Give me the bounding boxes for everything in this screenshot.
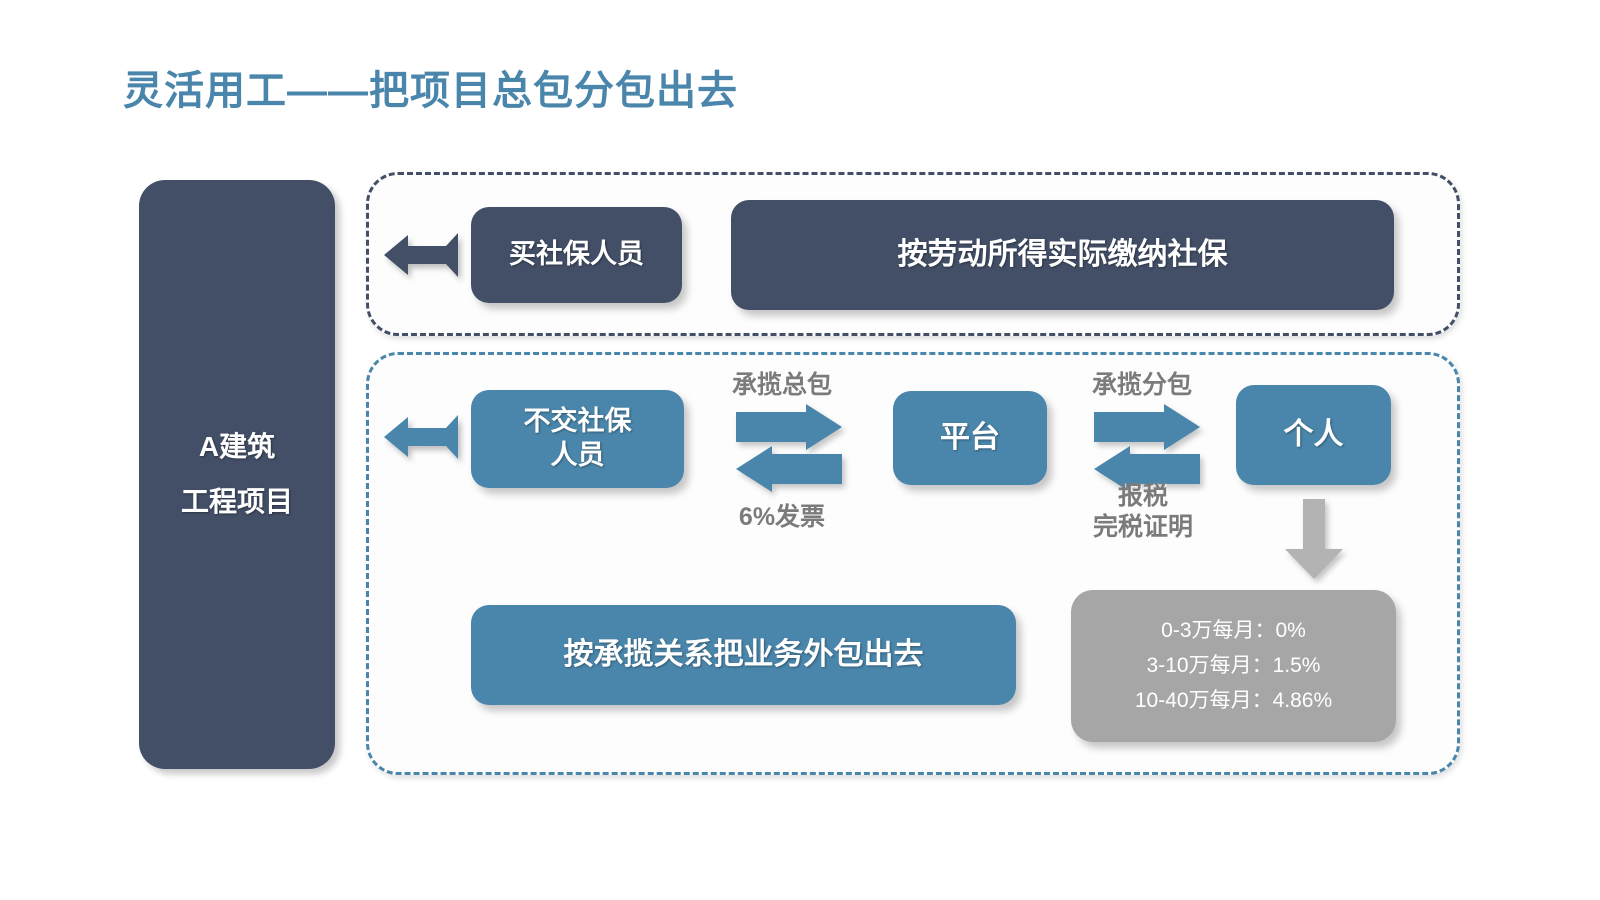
card-outsource-business[interactable]: 按承揽关系把业务外包出去 [471, 605, 1016, 705]
page-title: 灵活用工——把项目总包分包出去 [123, 69, 738, 113]
exchange-arrows-general-icon [736, 404, 842, 492]
label-tax-filing-certificate: 报税 完税证明 [1070, 481, 1216, 542]
card-no-social-line-1: 不交社保 [523, 406, 632, 437]
label-subcontract: 承揽分包 [1091, 371, 1192, 399]
left-panel-line-1: A建筑 [198, 430, 276, 462]
left-panel-line-2: 工程项目 [180, 485, 293, 517]
card-individual[interactable]: 个人 [1236, 385, 1391, 485]
card-no-social-line-2: 人员 [550, 440, 605, 470]
arrow-down-gray-icon [1285, 499, 1343, 579]
card-buy-social-insurance-label: 买社保人员 [509, 239, 644, 270]
tax-rate-row-1: 0-3万每月：0% [1161, 618, 1306, 642]
card-buy-social-insurance[interactable]: 买社保人员 [471, 207, 682, 303]
tax-rate-row-2: 3-10万每月：1.5% [1146, 653, 1321, 677]
card-platform[interactable]: 平台 [893, 391, 1047, 485]
tax-rate-table: 0-3万每月：0% 3-10万每月：1.5% 10-40万每月：4.86% [1071, 590, 1396, 742]
label-six-percent-invoice: 6%发票 [738, 503, 826, 531]
card-pay-social-by-actual-income-label: 按劳动所得实际缴纳社保 [897, 238, 1228, 272]
arrow-left-navy-icon [384, 233, 458, 277]
arrow-left-blue-icon [384, 415, 458, 459]
label-general-contract: 承揽总包 [731, 371, 832, 399]
card-platform-label: 平台 [940, 421, 1000, 455]
left-project-panel: A建筑 工程项目 [139, 180, 335, 769]
card-no-social-insurance-staff[interactable]: 不交社保 人员 [471, 390, 684, 488]
tax-rate-row-3: 10-40万每月：4.86% [1134, 689, 1333, 713]
label-tax-filing: 报税 [1117, 482, 1168, 510]
card-individual-label: 个人 [1283, 418, 1344, 452]
exchange-arrows-subcontract-icon [1094, 404, 1200, 492]
card-pay-social-by-actual-income[interactable]: 按劳动所得实际缴纳社保 [731, 200, 1394, 310]
label-tax-certificate: 完税证明 [1092, 512, 1193, 541]
card-outsource-business-label: 按承揽关系把业务外包出去 [563, 638, 924, 672]
